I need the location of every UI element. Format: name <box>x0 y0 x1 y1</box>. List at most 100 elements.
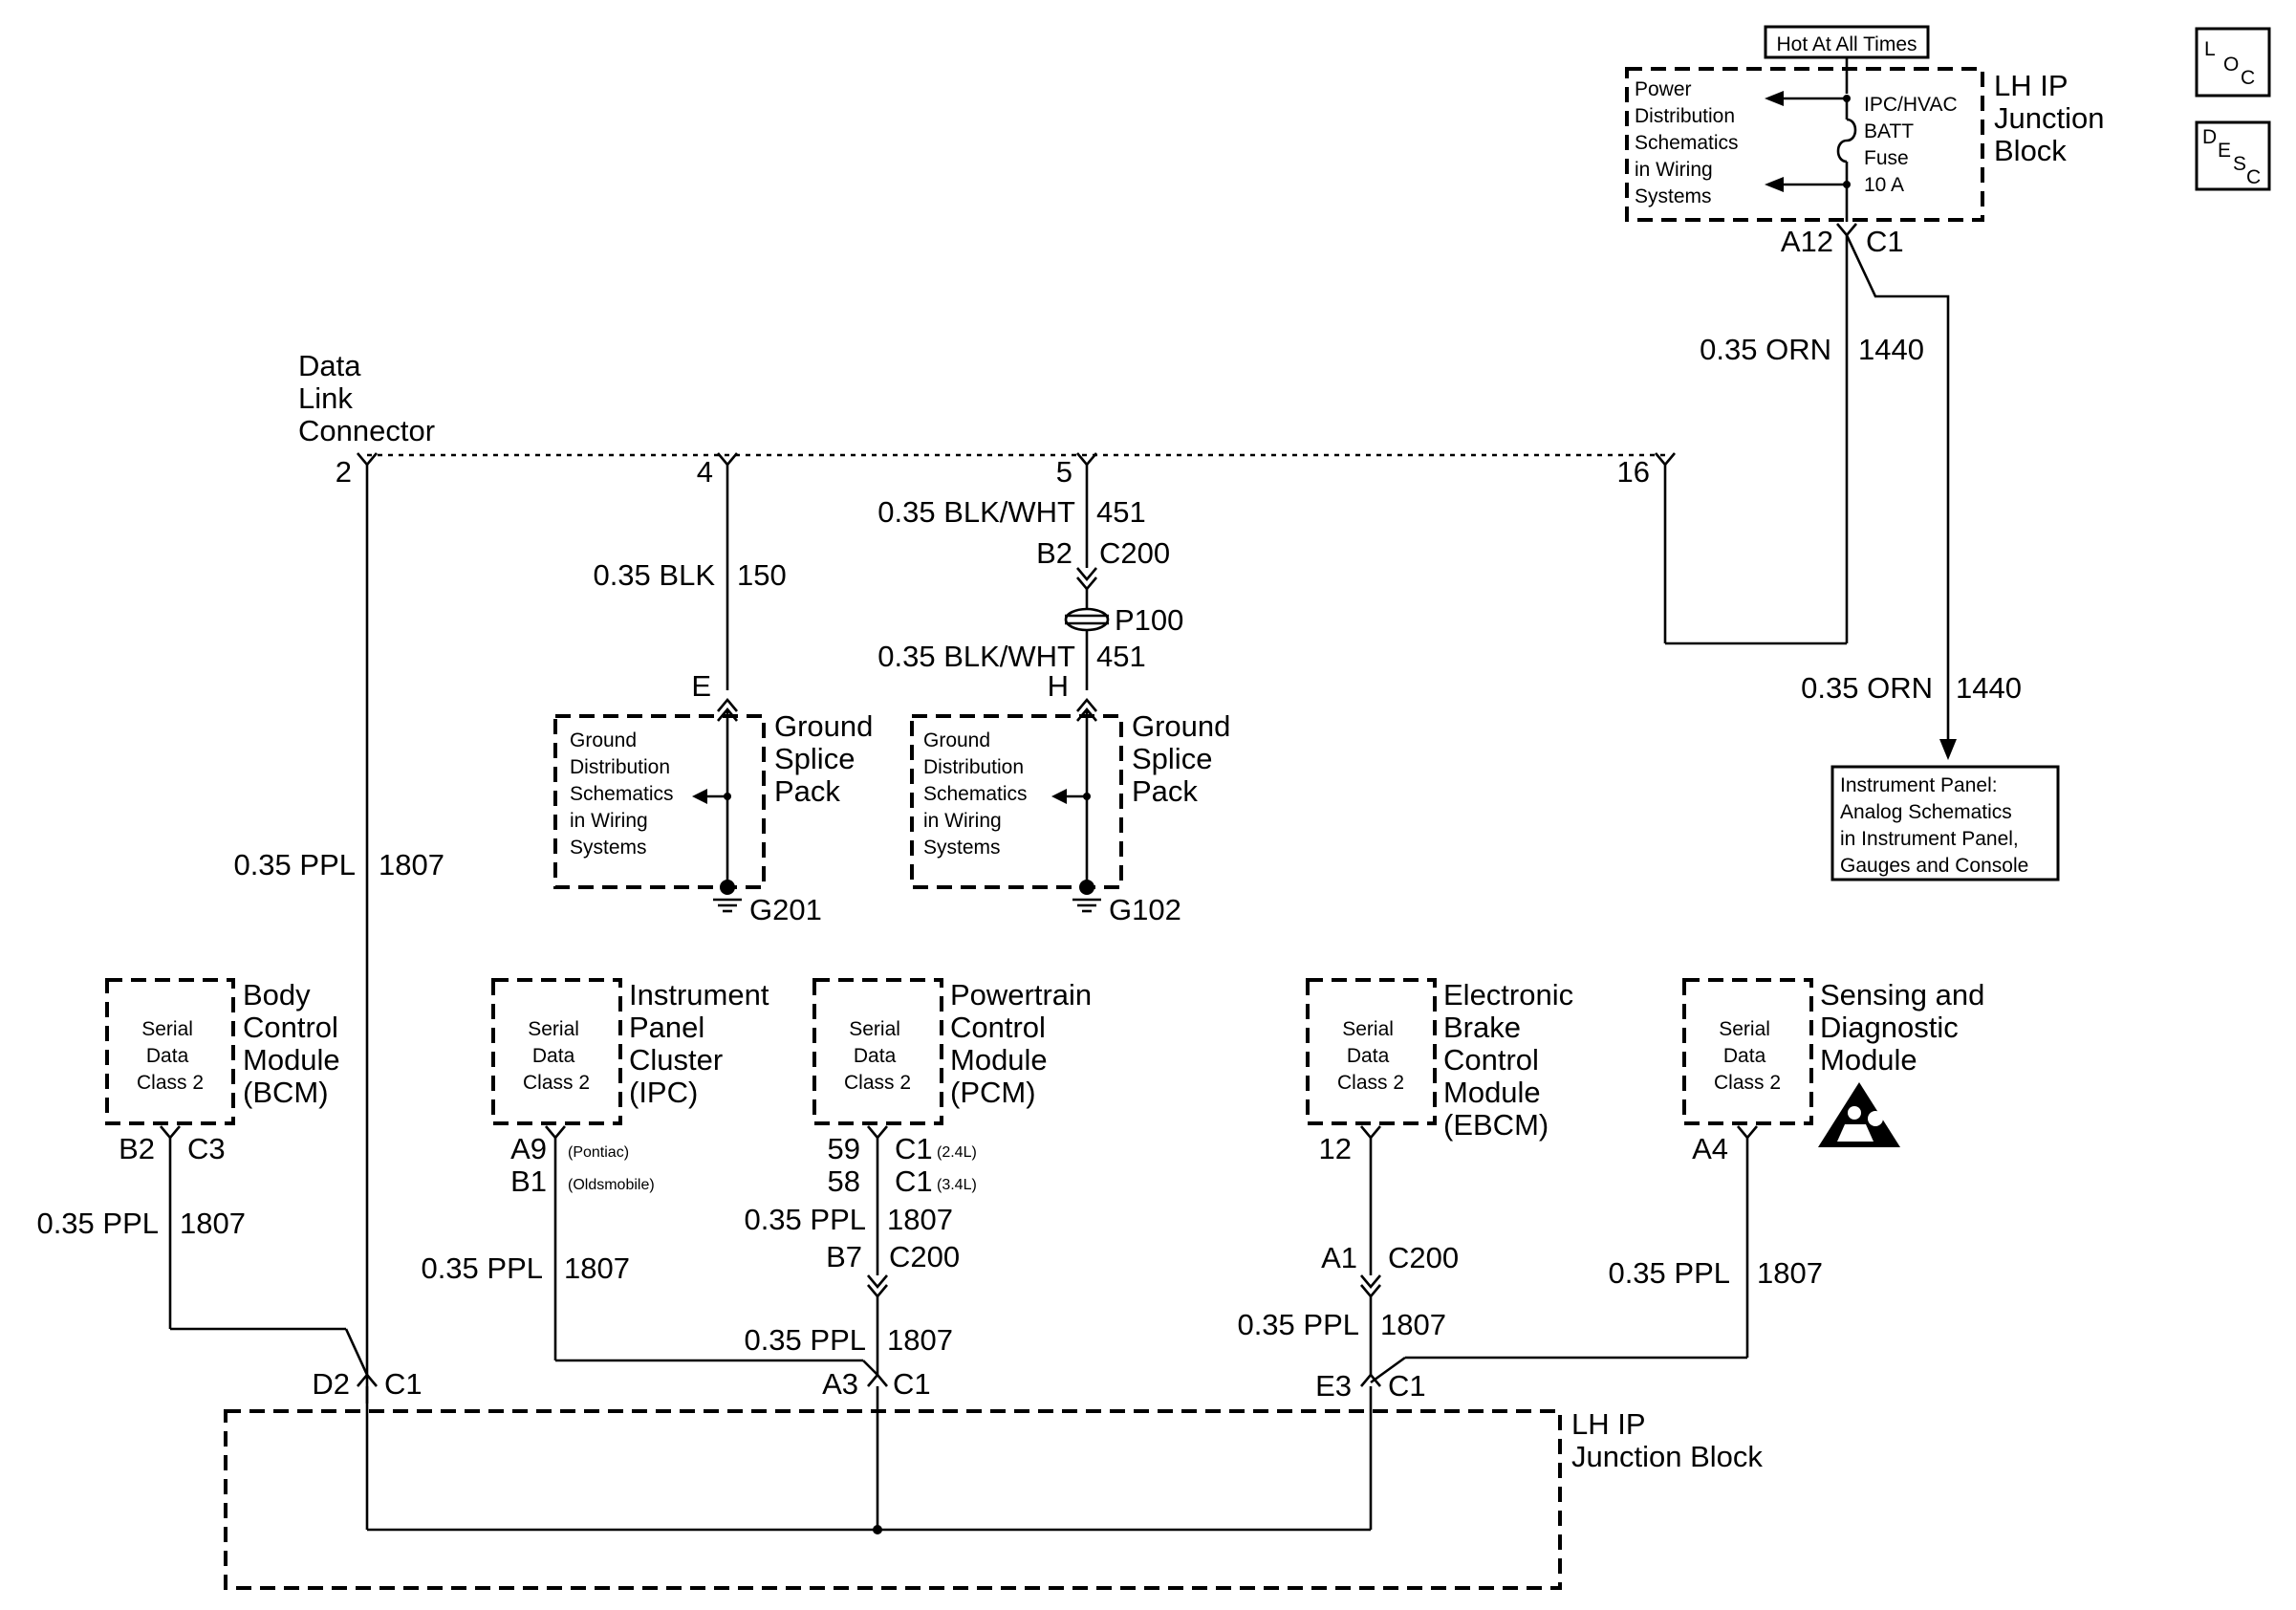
svg-text:Serial Data Class: Serial Data Class 2 <box>1337 1018 1404 1094</box>
g201-title: Ground Splice Pack <box>774 709 881 808</box>
bottom-pin-a3: A3 <box>822 1367 858 1401</box>
orn-gauge-upper: 0.35 ORN <box>1700 333 1831 366</box>
hot-at-all-times-label: Hot At All Times <box>1764 25 1930 59</box>
ipc-wire-gauge: 0.35 PPL <box>421 1251 543 1285</box>
bcm-conn-c3: C3 <box>187 1132 226 1165</box>
pcm-upper-circuit: 1807 <box>887 1203 953 1236</box>
desc-icon[interactable]: D E S C <box>2195 120 2271 191</box>
ebcm-c200-label: C200 <box>1388 1241 1459 1274</box>
pcm-c200-pin-b7: B7 <box>826 1240 862 1273</box>
pcm-note-24l: (2.4L) <box>937 1144 977 1161</box>
bottom-conn-c1-b: C1 <box>893 1367 931 1401</box>
lh-ip-junction-block-title: LH IP Junction Block <box>1994 69 2112 167</box>
sdm-module: Serial Data Class 2 Sensing and Diagnost… <box>1682 978 1993 1125</box>
svg-text:Instrument Panel C: Instrument Panel Cluster (IPC) <box>629 978 777 1109</box>
pcm-pin-59: 59 <box>828 1132 860 1165</box>
dlc-pin-2: 2 <box>336 455 352 489</box>
sdm-wire-circuit: 1807 <box>1757 1256 1823 1290</box>
airbag-warning-icon <box>1818 1082 1900 1147</box>
bottom-pin-d2: D2 <box>312 1367 350 1401</box>
arrow-left-icon <box>1051 789 1067 804</box>
svg-text:C: C <box>2241 67 2255 89</box>
dlc-pin-5: 5 <box>1056 455 1072 489</box>
g102-upper-circuit: 451 <box>1096 495 1146 529</box>
g201-wire-gauge: 0.35 BLK <box>593 558 715 592</box>
g102-upper-gauge: 0.35 BLK/WHT <box>877 495 1075 529</box>
arrow-left-icon <box>692 789 707 804</box>
ground-splice-pack-g102 <box>910 714 1123 889</box>
sdm-wire-gauge: 0.35 PPL <box>1608 1256 1730 1290</box>
pcm-conn-c1-a: C1 <box>895 1132 933 1165</box>
bcm-wire-gauge: 0.35 PPL <box>36 1207 159 1240</box>
orn-gauge-lower: 0.35 ORN <box>1801 671 1933 705</box>
ebcm-wire-circuit: 1807 <box>1380 1308 1446 1341</box>
svg-text:Serial Data Class: Serial Data Class 2 <box>844 1018 911 1094</box>
svg-text:Body Control Modul: Body Control Module (BCM) <box>243 978 348 1109</box>
g102-lower-gauge: 0.35 BLK/WHT <box>877 640 1075 673</box>
fuse-label: IPC/HVAC BATT Fuse 10 A <box>1864 94 1962 196</box>
pcm-module: Serial Data Class 2 Powertrain Control M… <box>812 978 1100 1125</box>
bcm-module: Serial Data Class 2 Body Control Module … <box>105 978 348 1125</box>
svg-text:Serial Data Class: Serial Data Class 2 <box>1714 1018 1781 1094</box>
pcm-lower-circuit: 1807 <box>887 1323 953 1357</box>
ground-icon-g201 <box>713 898 742 913</box>
pcm-upper-gauge: 0.35 PPL <box>744 1203 866 1236</box>
data-link-connector-title: Data Link Connector <box>298 349 435 447</box>
splice-p100-icon <box>1064 607 1110 632</box>
instrument-panel-reference: Instrument Panel: Analog Schematics in I… <box>1830 765 2060 881</box>
dlc-wire-gauge: 0.35 PPL <box>233 848 356 881</box>
ground-splice-pack-g201 <box>553 714 766 889</box>
ipc-note-pontiac: (Pontiac) <box>568 1144 629 1161</box>
arrow-left-icon <box>1765 91 1784 106</box>
splice-p100-label: P100 <box>1115 603 1183 637</box>
svg-text:D: D <box>2202 126 2217 148</box>
loc-icon[interactable]: L O C <box>2195 27 2271 98</box>
svg-text:Serial Data Class: Serial Data Class 2 <box>523 1018 590 1094</box>
sdm-pin-a4: A4 <box>1692 1132 1728 1165</box>
g102-label: G102 <box>1109 893 1181 926</box>
svg-text:S: S <box>2233 153 2246 175</box>
svg-text:Sensing and Diagnostic: Sensing and Diagnostic Module <box>1820 978 1993 1077</box>
svg-text:Powertrain Control: Powertrain Control Module (PCM) <box>950 978 1100 1109</box>
svg-text:C: C <box>2246 166 2261 188</box>
arrow-left-icon <box>1765 177 1784 192</box>
ground-icon-g102 <box>1072 898 1101 913</box>
ebcm-wire-gauge: 0.35 PPL <box>1237 1308 1359 1341</box>
svg-text:L: L <box>2204 38 2216 60</box>
svg-text:Electronic Brake C: Electronic Brake Control Module (EBCM) <box>1443 978 1582 1142</box>
dlc-pin-16: 16 <box>1617 455 1650 489</box>
bcm-wire-circuit: 1807 <box>180 1207 246 1240</box>
lh-ip-junction-block-top <box>1625 67 1984 222</box>
pcm-note-34l: (3.4L) <box>937 1177 977 1193</box>
svg-text:Serial Data Class: Serial Data Class 2 <box>137 1018 204 1094</box>
lh-ip-junction-block-bottom-title: LH IP Junction Block <box>1571 1407 1763 1473</box>
lh-ip-junction-block-bottom <box>224 1409 1562 1590</box>
c200-pin-b2: B2 <box>1036 536 1072 570</box>
g102-lower-circuit: 451 <box>1096 640 1146 673</box>
ipc-module: Serial Data Class 2 Instrument Panel Clu… <box>491 978 777 1125</box>
pcm-pin-58: 58 <box>828 1164 860 1198</box>
ebcm-pin-12: 12 <box>1319 1132 1352 1165</box>
dlc-wire-circuit: 1807 <box>379 848 444 881</box>
connector-c1-top: C1 <box>1866 225 1904 258</box>
arrow-down-icon <box>1939 739 1957 760</box>
power-distribution-note: Power Distribution Schematics in Wiring … <box>1635 78 1744 207</box>
g201-label: G201 <box>749 893 822 926</box>
g201-pin-e: E <box>691 669 711 703</box>
bottom-conn-c1-a: C1 <box>384 1367 422 1401</box>
ipc-pin-a9: A9 <box>510 1132 547 1165</box>
svg-text:Hot At All Times: Hot At All Times <box>1776 33 1917 55</box>
bottom-conn-c1-c: C1 <box>1388 1369 1426 1403</box>
ebcm-module: Serial Data Class 2 Electronic Brake Con… <box>1306 978 1582 1142</box>
g102-title: Ground Splice Pack <box>1132 709 1239 808</box>
pin-a12: A12 <box>1781 225 1833 258</box>
ebcm-c200-pin-a1: A1 <box>1321 1241 1357 1274</box>
g102-ground-note: Ground Distribution Schematics in Wiring… <box>923 729 1032 859</box>
fuse-icon <box>1836 118 1857 163</box>
c200-label-g102: C200 <box>1099 536 1170 570</box>
orn-circuit-lower: 1440 <box>1956 671 2022 705</box>
ipc-note-oldsmobile: (Oldsmobile) <box>568 1177 655 1193</box>
dlc-pin-4: 4 <box>697 455 713 489</box>
